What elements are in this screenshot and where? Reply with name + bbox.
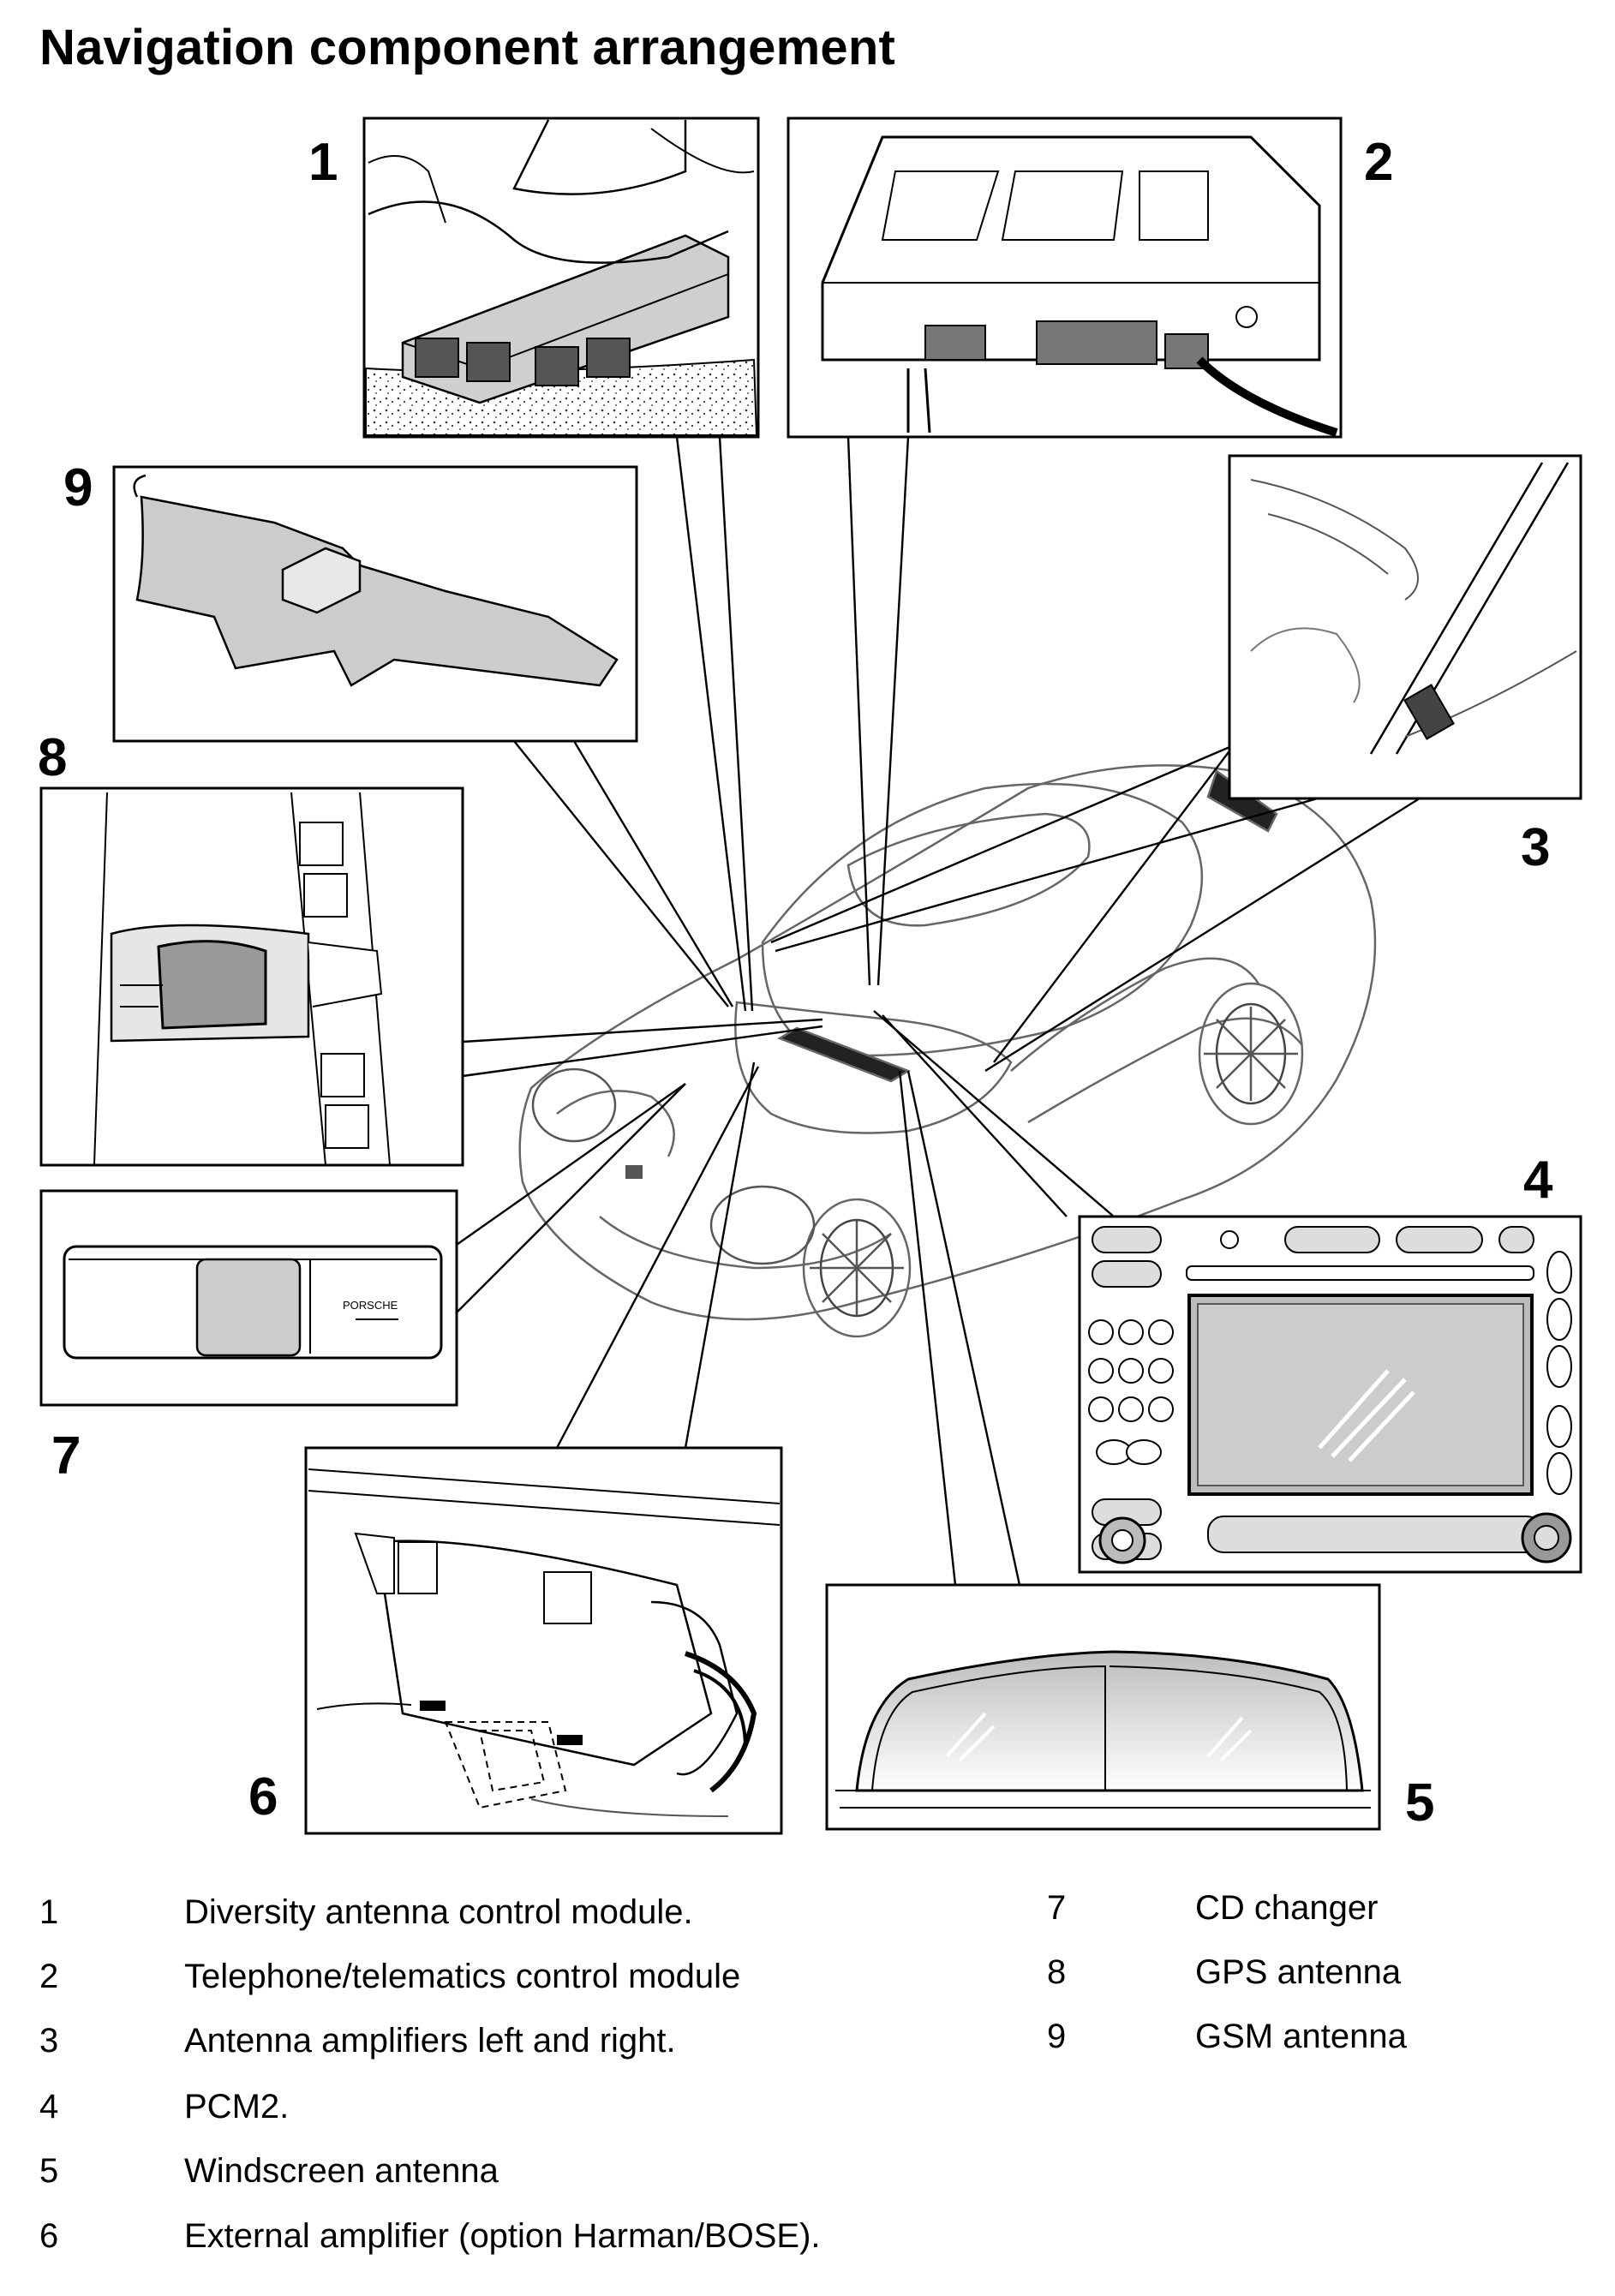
callout-8: 8 xyxy=(38,728,67,787)
panel-gsm-antenna xyxy=(112,465,638,743)
legend-num-1: 1 xyxy=(39,1893,59,1931)
legend-num-2: 2 xyxy=(39,1958,59,1995)
panel-windscreen-antenna xyxy=(825,1583,1381,1831)
legend-text-1: Diversity antenna control module. xyxy=(184,1893,693,1931)
panel-external-amplifier xyxy=(304,1446,783,1835)
callout-9: 9 xyxy=(63,458,93,517)
legend-num-4: 4 xyxy=(39,2088,59,2126)
callout-1: 1 xyxy=(308,133,338,192)
panel-telephone-module xyxy=(787,117,1343,439)
legend-text-6: External amplifier (option Harman/BOSE). xyxy=(184,2217,821,2255)
legend-num-9: 9 xyxy=(1047,2018,1067,2055)
legend-text-9: GSM antenna xyxy=(1195,2018,1407,2055)
callout-5: 5 xyxy=(1405,1773,1434,1833)
callout-4: 4 xyxy=(1523,1151,1553,1210)
panel-pcm2-unit xyxy=(1078,1215,1582,1574)
legend-num-6: 6 xyxy=(39,2217,59,2255)
page-title: Navigation component arrangement xyxy=(39,20,895,75)
panel-cd-changer: PORSCHE xyxy=(39,1189,458,1407)
car-illustration xyxy=(518,764,1377,1338)
legend-text-2: Telephone/telematics control module xyxy=(184,1958,741,1995)
legend-num-3: 3 xyxy=(39,2022,59,2060)
panel-gps-antenna xyxy=(39,786,464,1167)
callout-2: 2 xyxy=(1364,133,1393,192)
panel-diversity-antenna-module xyxy=(362,117,760,439)
legend-num-5: 5 xyxy=(39,2152,59,2190)
callout-3: 3 xyxy=(1521,818,1550,877)
callout-7: 7 xyxy=(51,1426,81,1486)
legend-text-4: PCM2. xyxy=(184,2088,290,2126)
legend-text-7: CD changer xyxy=(1195,1889,1379,1927)
legend-text-3: Antenna amplifiers left and right. xyxy=(184,2022,676,2060)
legend-text-8: GPS antenna xyxy=(1195,1953,1402,1991)
panel-antenna-amplifiers xyxy=(1228,454,1582,800)
callout-6: 6 xyxy=(248,1767,278,1827)
legend-num-8: 8 xyxy=(1047,1953,1067,1991)
legend-text-5: Windscreen antenna xyxy=(184,2152,499,2190)
brand-badge: PORSCHE xyxy=(343,1299,398,1312)
legend-num-7: 7 xyxy=(1047,1889,1067,1927)
leader-lines xyxy=(453,436,1423,1586)
